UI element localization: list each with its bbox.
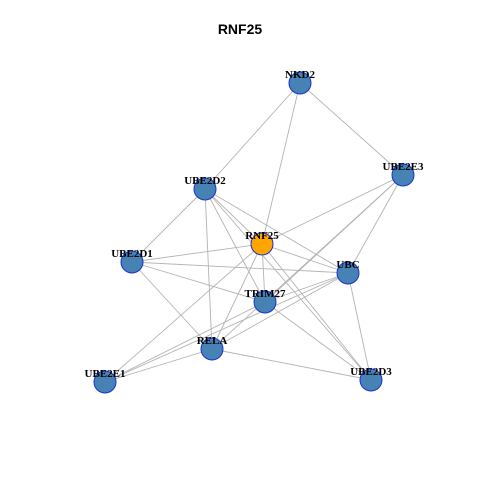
node-label: NKD2 [285,69,315,81]
edge-ube2e3-ubc [347,174,404,274]
node-ube2e3[interactable]: UBE2E3 [383,161,424,187]
edge-ube2d2-rela [204,188,213,350]
edge-rnf25-ube2d1 [131,243,263,263]
edge-ube2d1-ubc [131,261,349,274]
node-ube2e1[interactable]: UBE2E1 [85,368,126,394]
node-nkd2[interactable]: NKD2 [285,69,315,95]
node-label: TRIM27 [245,288,286,300]
edge-rnf25-ubc [261,243,349,274]
node-ube2d2[interactable]: UBE2D2 [184,175,226,201]
node-ube2d1[interactable]: UBE2D1 [111,248,153,274]
edge-ube2d2-rnf25 [204,188,263,245]
edge-rela-ube2e1 [104,348,213,383]
node-label: RNF25 [245,230,279,242]
node-ube2d3[interactable]: UBE2D3 [350,366,392,392]
graph-title: RNF25 [217,21,263,37]
edge-ube2d2-ube2d3 [204,188,372,381]
node-circle[interactable] [250,232,274,256]
node-circle[interactable] [193,177,217,201]
node-rnf25[interactable]: RNF25 [245,230,279,256]
edge-ubc-rela [211,272,349,350]
node-ubc[interactable]: UBC [336,259,360,285]
node-circle[interactable] [93,370,117,394]
edge-ube2d1-trim27 [131,261,266,303]
node-circle[interactable] [288,71,312,95]
edge-ube2d1-rela [131,261,213,350]
node-circle[interactable] [200,337,224,361]
edge-ube2d2-ube2d1 [131,188,206,263]
edge-nkd2-ube2e3 [299,82,404,176]
edge-ube2d2-trim27 [204,188,266,303]
node-circle[interactable] [391,163,415,187]
node-label: UBE2D2 [184,175,226,187]
edge-rnf25-rela [211,243,263,350]
edge-ubc-trim27 [264,272,349,303]
edge-trim27-ube2d3 [264,301,372,381]
edges-layer [104,82,404,383]
node-label: RELA [197,335,228,347]
node-label: UBC [336,259,359,271]
edge-ube2d2-ubc [204,188,349,274]
edge-ubc-ube2d3 [347,272,372,381]
edge-ube2e3-rnf25 [261,174,404,245]
edge-nkd2-rnf25 [261,82,301,245]
edge-rnf25-ube2d3 [261,243,372,381]
node-rela[interactable]: RELA [197,335,228,361]
node-label: UBE2D1 [111,248,153,260]
node-label: UBE2E3 [383,161,424,173]
edge-ube2e3-rela [211,174,404,350]
node-label: UBE2D3 [350,366,392,378]
edge-nkd2-ube2d2 [204,82,301,190]
edge-rela-ube2d3 [211,348,372,381]
edge-trim27-ube2e1 [104,301,266,383]
node-circle[interactable] [120,250,144,274]
node-trim27[interactable]: TRIM27 [245,288,286,314]
node-circle[interactable] [336,261,360,285]
node-label: UBE2E1 [85,368,126,380]
node-circle[interactable] [359,368,383,392]
node-circle[interactable] [253,290,277,314]
edge-ubc-ube2e1 [104,272,349,383]
